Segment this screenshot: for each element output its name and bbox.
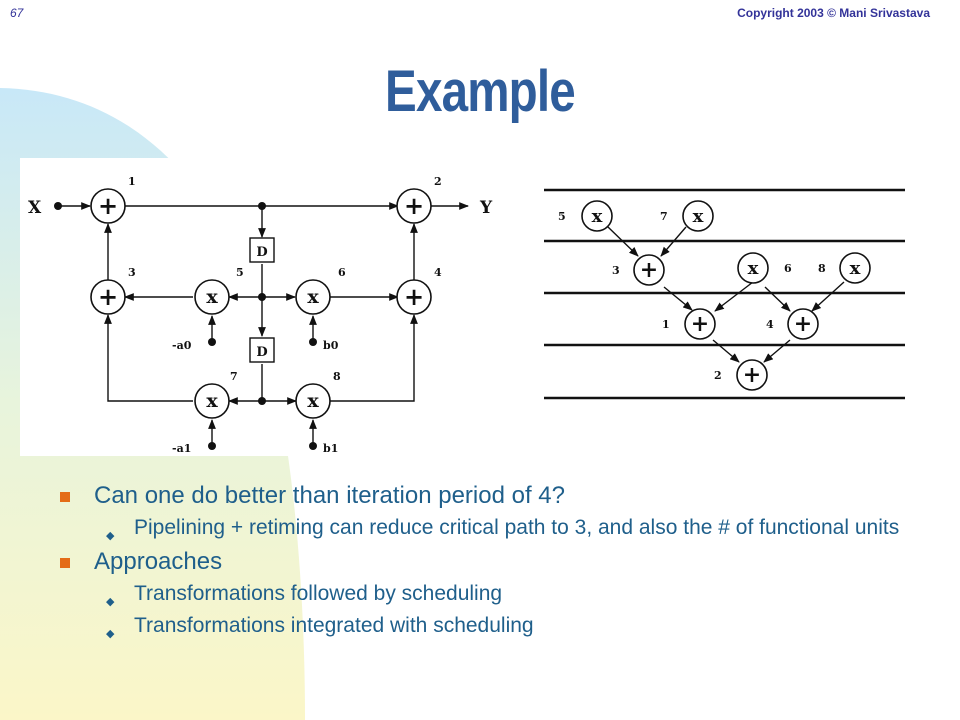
diamond-bullet-icon: ◆ — [106, 530, 115, 542]
bullet-text: Approaches — [94, 548, 223, 575]
delay-label-1: D — [256, 245, 267, 260]
input-label: X — [28, 198, 42, 218]
coef-label-b1: b1 — [323, 442, 338, 455]
sub-bullet-text: Pipelining + retiming can reduce critica… — [134, 516, 900, 539]
mult-symbol-5: x — [206, 286, 218, 308]
node-number-1: 1 — [662, 318, 670, 331]
node-number-4: 4 — [766, 318, 774, 331]
delay-label-2: D — [256, 345, 267, 360]
mult-symbol-8: x — [850, 258, 861, 279]
mult-node-8 — [839, 252, 871, 284]
adder-symbol-1: + — [691, 311, 709, 337]
adder-node-4 — [396, 279, 432, 315]
bullet-text: Can one do better than iteration period … — [94, 482, 565, 509]
mult-symbol-7: x — [206, 390, 218, 412]
adder-node-1 — [684, 308, 716, 340]
input-dot — [54, 202, 62, 210]
edge-m8-a4 — [330, 314, 418, 402]
mult-node-8 — [295, 383, 331, 419]
coef-dot-b1 — [309, 442, 317, 450]
edge-m5-a3 — [607, 226, 639, 257]
node-number-5: 5 — [236, 266, 244, 279]
coef-dot-a1 — [208, 442, 216, 450]
node-number-4: 4 — [434, 266, 442, 279]
adder-symbol-1: + — [98, 191, 118, 220]
adder-node-2 — [736, 359, 768, 391]
mult-node-5 — [581, 200, 613, 232]
sub-bullet-item: ◆ Transformations integrated with schedu… — [60, 614, 920, 640]
adder-node-1 — [90, 188, 126, 224]
mult-node-6 — [295, 279, 331, 315]
adder-symbol-3: + — [98, 282, 118, 311]
dataflow-graph-left: D D + + + + x x x x X Y 1 2 3 4 5 6 7 8 … — [20, 158, 520, 456]
node-number-2: 2 — [434, 175, 442, 188]
schedule-graph-right: x x x x + + + + 5 7 3 6 8 1 4 2 — [530, 172, 915, 440]
slide-title: Example — [385, 59, 576, 124]
coef-dot-a0 — [208, 338, 216, 346]
square-bullet-icon — [60, 558, 70, 568]
bullet-item: Approaches — [60, 548, 920, 576]
copyright-notice: Copyright 2003 © Mani Srivastava — [737, 6, 930, 20]
node-number-3: 3 — [612, 264, 620, 277]
node-number-8: 8 — [333, 370, 341, 383]
edge-m7-a3 — [104, 314, 193, 402]
node-number-7: 7 — [230, 370, 238, 383]
coef-label-a0: -a0 — [172, 339, 192, 352]
square-bullet-icon — [60, 492, 70, 502]
adder-node-3 — [90, 279, 126, 315]
mult-node-7 — [682, 200, 714, 232]
diamond-bullet-icon: ◆ — [106, 596, 115, 608]
sub-bullet-item: ◆ Pipelining + retiming can reduce criti… — [60, 516, 920, 542]
coef-label-a1: -a1 — [172, 442, 191, 455]
bullet-item: Can one do better than iteration period … — [60, 482, 920, 510]
output-label: Y — [479, 198, 493, 218]
node-number-1: 1 — [128, 175, 136, 188]
bullet-list: Can one do better than iteration period … — [60, 482, 920, 646]
edge-m6-a1 — [714, 281, 754, 312]
mult-symbol-6: x — [748, 258, 759, 279]
edge-m7-a3 — [660, 226, 687, 257]
edge-m8-a4 — [811, 281, 845, 312]
edge-m6-a4 — [764, 286, 791, 312]
delay-box-2 — [249, 337, 275, 363]
sub-bullet-text: Transformations integrated with scheduli… — [134, 614, 534, 637]
node-number-8: 8 — [818, 262, 826, 275]
node-number-3: 3 — [128, 266, 136, 279]
mult-symbol-7: x — [693, 206, 704, 227]
node-number-5: 5 — [558, 210, 566, 223]
delay-box-1 — [249, 237, 275, 263]
coef-dot-b0 — [309, 338, 317, 346]
mult-symbol-5: x — [592, 206, 603, 227]
sub-bullet-text: Transformations followed by scheduling — [134, 582, 503, 605]
node-number-2: 2 — [714, 369, 722, 382]
adder-node-3 — [633, 254, 665, 286]
adder-node-4 — [787, 308, 819, 340]
adder-symbol-2: + — [404, 191, 424, 220]
adder-node-2 — [396, 188, 432, 224]
coef-label-b0: b0 — [323, 339, 339, 352]
adder-symbol-4: + — [794, 311, 812, 337]
adder-symbol-2: + — [743, 362, 761, 388]
junction-dot-center — [258, 293, 266, 301]
mult-symbol-8: x — [307, 390, 319, 412]
page-number: 67 — [10, 6, 24, 20]
adder-symbol-4: + — [404, 282, 424, 311]
diamond-bullet-icon: ◆ — [106, 628, 115, 640]
mult-symbol-6: x — [307, 286, 319, 308]
mult-node-7 — [194, 383, 230, 419]
edge-a1-a2 — [712, 339, 740, 363]
edge-a4-a2 — [763, 339, 791, 363]
edge-a3-a1 — [663, 286, 693, 311]
mult-node-5 — [194, 279, 230, 315]
sub-bullet-item: ◆ Transformations followed by scheduling — [60, 582, 920, 608]
node-number-6: 6 — [784, 262, 792, 275]
junction-dot-top — [258, 202, 266, 210]
adder-symbol-3: + — [640, 257, 658, 283]
mult-node-6 — [737, 252, 769, 284]
junction-dot-bottom — [258, 397, 266, 405]
node-number-6: 6 — [338, 266, 346, 279]
node-number-7: 7 — [660, 210, 668, 223]
